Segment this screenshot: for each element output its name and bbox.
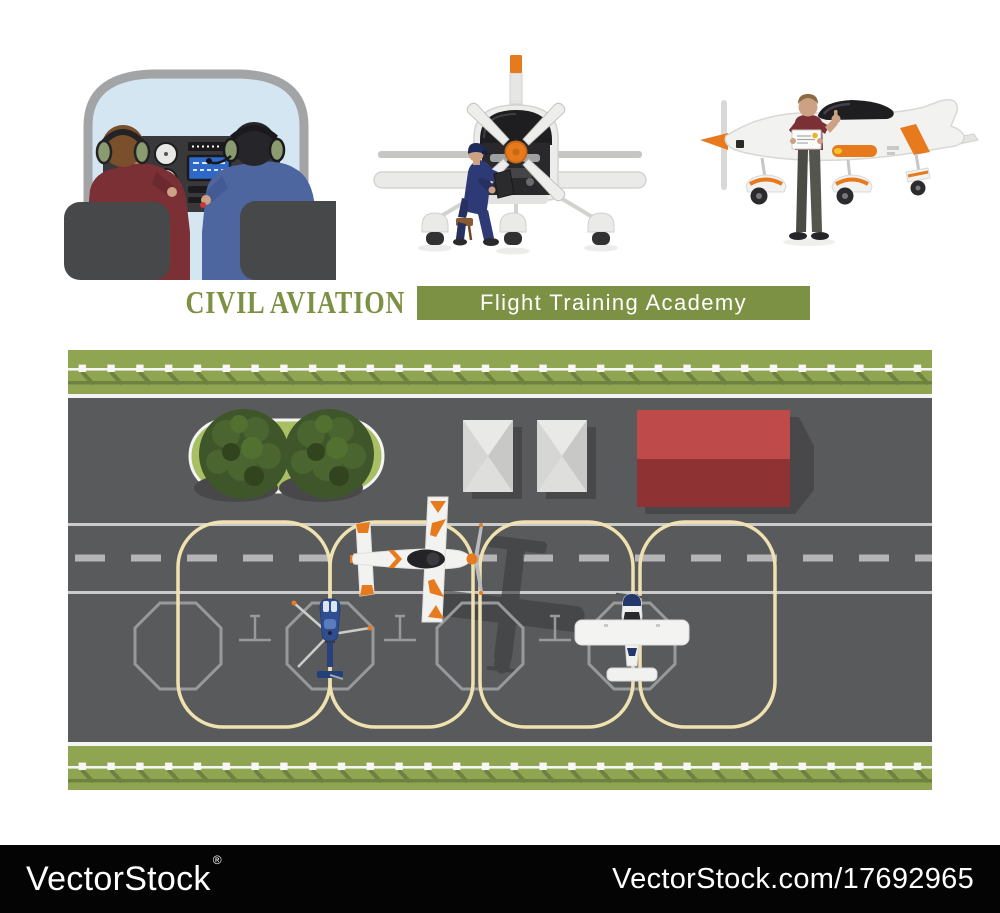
- spinner: [466, 553, 478, 565]
- mechanic: [453, 143, 515, 246]
- cowling: [623, 594, 641, 606]
- tail-stripe: [900, 124, 930, 155]
- air-intake: [736, 140, 744, 148]
- hangar-building-2: [537, 420, 587, 492]
- headset-earcup: [268, 137, 286, 163]
- instructor-illustration: [700, 94, 979, 246]
- tree: [284, 409, 374, 499]
- throttle-knob: [200, 202, 206, 208]
- spinner: [700, 133, 728, 150]
- fence-top: [68, 350, 932, 394]
- cap: [468, 143, 484, 154]
- registered-mark: ®: [212, 853, 222, 868]
- gold-seal: [812, 132, 818, 139]
- headset-earcup: [222, 137, 240, 163]
- banner-flight-training-academy: Flight Training Academy: [417, 286, 810, 320]
- title-civil-aviation: CIVIL AVIATION: [185, 284, 406, 320]
- runway: [68, 523, 932, 594]
- red-building: [637, 410, 814, 514]
- wing: [574, 619, 690, 646]
- hangar-buildings: [463, 420, 596, 499]
- watermark-bar: VectorStock® VectorStock.com/17692965: [0, 845, 1000, 913]
- tail-boom: [327, 641, 333, 667]
- aerobatic-plane-top-view: [350, 496, 483, 623]
- certificate: [791, 129, 822, 150]
- wing-root: [832, 145, 877, 157]
- airfield-illustration: [68, 350, 932, 790]
- highwing-plane-top-view: [574, 592, 690, 682]
- airplane-front-view: [373, 55, 647, 255]
- hair: [798, 94, 818, 104]
- inspection-panel: [493, 169, 515, 199]
- instructor: [783, 94, 841, 246]
- fin-tip: [510, 55, 522, 73]
- helicopter-top-view: [291, 598, 373, 680]
- fence-bottom: [68, 746, 932, 790]
- tree: [199, 409, 289, 499]
- airplane-shadow: [432, 535, 585, 674]
- maintenance-illustration: [373, 55, 647, 255]
- vectorstock-logo: VectorStock®: [26, 853, 222, 898]
- seat-right: [240, 201, 336, 280]
- vectorstock-url: VectorStock.com/17692965: [612, 862, 974, 895]
- cockpit-illustration: [64, 69, 336, 280]
- hangar-building-1: [463, 420, 513, 492]
- headset-earcup: [95, 139, 113, 165]
- vertical-fin: [509, 72, 523, 105]
- tailplane: [606, 667, 658, 682]
- banner-label: Flight Training Academy: [480, 290, 747, 315]
- headset-earcup: [133, 139, 151, 165]
- landing-gear-wheels: [421, 212, 615, 246]
- seat-left: [64, 202, 170, 280]
- trainer-plane-side-view: [700, 98, 979, 205]
- landing-light: [834, 148, 842, 154]
- tree-planter: [188, 409, 385, 502]
- thumbs-up: [831, 114, 841, 124]
